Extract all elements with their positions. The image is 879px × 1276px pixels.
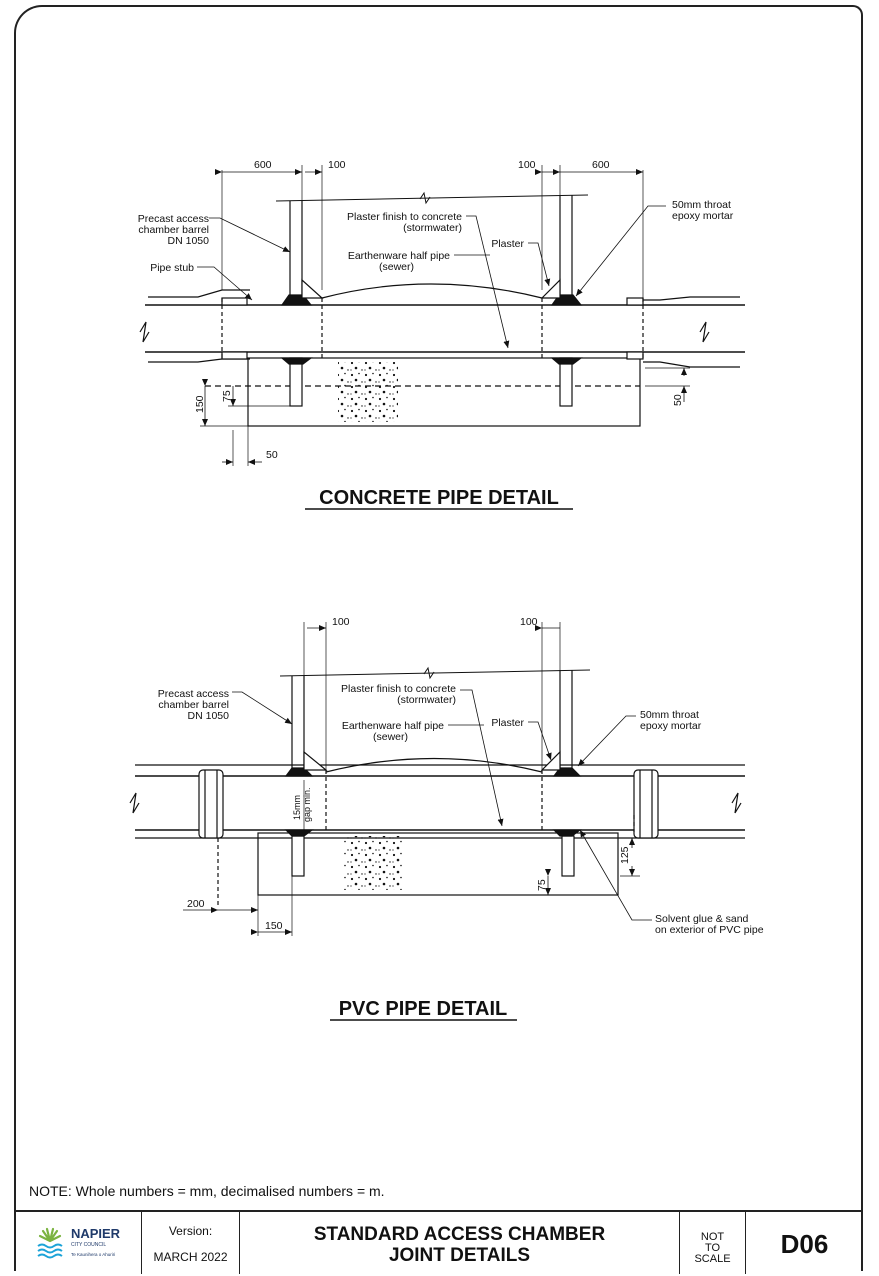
concrete-label-earthenware-1: Earthenware half pipe <box>348 250 450 262</box>
concrete-label-throat-2: epoxy mortar <box>672 210 734 222</box>
concrete-label-precast-3: DN 1050 <box>168 235 210 247</box>
logo-name: NAPIER <box>70 1226 121 1241</box>
concrete-dim-100-right: 100 <box>518 159 536 171</box>
council-logo: NAPIER CITY COUNCIL Te Kaunihera o Ahuri… <box>35 1227 120 1259</box>
concrete-label-precast-2: chamber barrel <box>138 224 209 236</box>
concrete-dim-600-left: 600 <box>254 159 272 171</box>
pvc-label-precast-2: chamber barrel <box>158 699 229 711</box>
concrete-label-plaster: Plaster <box>491 238 524 250</box>
logo-maori-name: Te Kaunihera o Ahuriri <box>70 1252 116 1257</box>
pvc-label-plaster-finish-1: Plaster finish to concrete <box>341 683 456 695</box>
pvc-dim-125: 125 <box>619 846 631 864</box>
pvc-base-slab <box>257 832 619 896</box>
drawing-title-line-1: STANDARD ACCESS CHAMBER <box>313 1224 606 1245</box>
pvc-dim-100-right: 100 <box>520 616 538 628</box>
title-block-title-cell: STANDARD ACCESS CHAMBER JOINT DETAILS <box>240 1212 680 1274</box>
concrete-pipe-text: 600 100 100 600 150 75 50 50 Precast acc… <box>138 159 734 510</box>
concrete-dim-600-right: 600 <box>592 159 610 171</box>
drawing-frame <box>14 5 863 1271</box>
concrete-dim-75: 75 <box>221 390 233 402</box>
version-label: Version: <box>168 1224 213 1238</box>
logo-subtitle: CITY COUNCIL <box>70 1242 107 1248</box>
pvc-label-precast-3: DN 1050 <box>188 710 230 722</box>
drawing-title-line-2: JOINT DETAILS <box>388 1245 531 1266</box>
concrete-dim-50-bottom: 50 <box>266 449 278 461</box>
concrete-label-pipe-stub: Pipe stub <box>150 262 194 274</box>
title-block: NAPIER CITY COUNCIL Te Kaunihera o Ahuri… <box>14 1210 863 1274</box>
concrete-base-slab <box>247 357 641 427</box>
pvc-label-plaster-finish-2: (stormwater) <box>397 694 456 706</box>
pvc-label-earthenware-2: (sewer) <box>373 731 408 743</box>
pvc-label-earthenware-1: Earthenware half pipe <box>342 720 444 732</box>
pvc-pipe-text: 100 100 200 150 125 75 15mm gap min. Pre… <box>158 616 764 1021</box>
pvc-label-throat-2: epoxy mortar <box>640 720 702 732</box>
title-block-version-cell: Version: MARCH 2022 <box>142 1212 240 1274</box>
concrete-base-aggregate <box>338 362 398 422</box>
pvc-label-plaster: Plaster <box>491 717 524 729</box>
title-block-scale-cell: NOT TO SCALE <box>680 1212 746 1274</box>
version-value: MARCH 2022 <box>153 1250 228 1264</box>
pvc-dim-150: 150 <box>265 920 283 932</box>
pvc-base-aggregate <box>344 836 402 890</box>
concrete-label-plaster-finish-1: Plaster finish to concrete <box>347 211 462 223</box>
concrete-pipe-detail <box>139 165 745 466</box>
concrete-label-precast-1: Precast access <box>138 213 209 225</box>
units-note: NOTE: Whole numbers = mm, decimalised nu… <box>29 1183 385 1199</box>
pvc-label-solvent-2: on exterior of PVC pipe <box>655 924 764 936</box>
pvc-label-precast-1: Precast access <box>158 688 229 700</box>
concrete-label-earthenware-2: (sewer) <box>379 261 414 273</box>
pvc-label-throat-1: 50mm throat <box>640 709 699 721</box>
scale-line-3: SCALE <box>694 1253 731 1265</box>
concrete-label-throat-1: 50mm throat <box>672 199 731 211</box>
pvc-gap-label-2: gap min. <box>302 787 312 822</box>
scale-line-2: TO <box>704 1242 721 1254</box>
pvc-detail-title: PVC PIPE DETAIL <box>339 998 508 1020</box>
concrete-label-plaster-finish-2: (stormwater) <box>403 222 462 234</box>
concrete-dim-50-right: 50 <box>672 394 684 406</box>
pvc-dim-75: 75 <box>536 879 548 891</box>
drawing-code: D06 <box>780 1229 829 1259</box>
pvc-label-solvent-1: Solvent glue & sand <box>655 913 749 925</box>
scale-line-1: NOT <box>700 1231 725 1243</box>
pvc-dim-200: 200 <box>187 898 205 910</box>
napier-logo-icon <box>37 1227 63 1259</box>
concrete-dim-100-left: 100 <box>328 159 346 171</box>
concrete-detail-title: CONCRETE PIPE DETAIL <box>319 487 559 509</box>
title-block-logo-cell: NAPIER CITY COUNCIL Te Kaunihera o Ahuri… <box>14 1212 142 1274</box>
pvc-dim-100-left: 100 <box>332 616 350 628</box>
concrete-dim-150: 150 <box>194 395 206 413</box>
pvc-pipe-detail <box>129 622 745 936</box>
pvc-gap-label-1: 15mm <box>292 795 302 820</box>
